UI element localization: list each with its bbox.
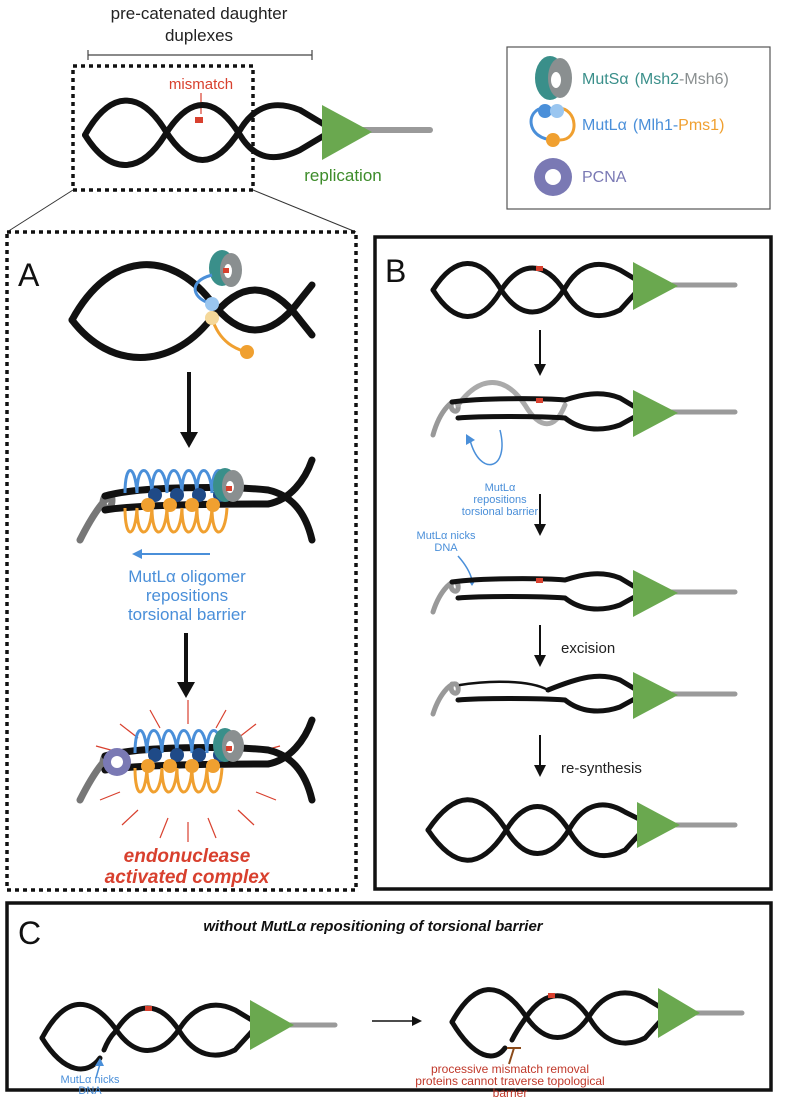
panel-a-oligomer-line3: torsional barrier xyxy=(128,605,246,624)
panel-b-step-excision: excision xyxy=(561,640,615,657)
panel-c-dna-right xyxy=(449,987,745,1059)
mutsa-icon xyxy=(535,56,572,100)
replication-label: replication xyxy=(304,166,382,185)
panel-b-repositions-arrow xyxy=(466,429,503,466)
panel-b-fork-5 xyxy=(637,802,680,848)
legend-pcna: PCNA xyxy=(582,169,627,186)
panel-b-mismatch-1 xyxy=(536,266,543,271)
bracket-label-line2: duplexes xyxy=(165,26,233,45)
panel-a-oligomer-line2: repositions xyxy=(146,586,228,605)
panel-b-arrow-2 xyxy=(534,494,546,536)
panel-b: B MutLα repositions torsional ba xyxy=(373,235,773,891)
panel-a-oligomer-arrow xyxy=(132,549,210,559)
panel-c-barrier-line3: barrier xyxy=(493,1086,528,1098)
panel-b-dna-4 xyxy=(430,673,738,717)
panel-a-mutla-oligomer-3 xyxy=(133,729,227,794)
panel-c-fork-left xyxy=(250,1000,294,1050)
top-schematic: pre-catenated daughter duplexes mismatch… xyxy=(6,4,433,233)
panel-a-mutsa-2 xyxy=(213,468,244,502)
panel-a-mutla-oligomer-2 xyxy=(123,469,229,534)
panel-a-arrow-1 xyxy=(180,372,198,448)
panel-b-arrow-3 xyxy=(534,625,546,667)
panel-a-result-line2: activated complex xyxy=(105,867,271,888)
legend: MutSα(Msh2-Msh6) MutLα(Mlh1-Pms1) PCNA xyxy=(506,46,771,210)
panel-c-transition-arrow xyxy=(372,1016,422,1026)
panel-c-dna-left xyxy=(39,1001,338,1072)
panel-a-helix-1 xyxy=(68,261,316,361)
panel-c: C without MutLα repositioning of torsion… xyxy=(5,901,773,1098)
panel-b-repositions-line1: MutLα xyxy=(485,482,516,494)
panel-a-mutla-1 xyxy=(193,273,254,359)
panel-b-fork-2 xyxy=(633,390,678,437)
panel-c-barrier-line1: processive mismatch removal xyxy=(431,1062,589,1076)
panel-b-mismatch-2 xyxy=(536,398,543,403)
panel-a-pcna xyxy=(103,748,131,776)
panel-b-step-resynthesis: re-synthesis xyxy=(561,760,642,777)
panel-b-dna-2 xyxy=(430,380,738,438)
panel-b-letter: B xyxy=(385,253,406,289)
panel-c-frame xyxy=(5,901,773,1092)
panel-a-oligomer-line1: MutLα oligomer xyxy=(128,567,246,586)
mismatch-label: mismatch xyxy=(169,76,233,93)
duplex-bracket xyxy=(87,50,313,60)
legend-mutla: MutLα(Mlh1-Pms1) xyxy=(582,117,724,134)
panel-c-mismatch-right xyxy=(548,993,555,998)
zoom-lines xyxy=(6,189,357,233)
panel-c-barrier-marker xyxy=(507,1047,521,1065)
panel-b-fork-1 xyxy=(633,262,678,310)
panel-b-arrow-4 xyxy=(534,735,546,777)
panel-a-arrow-2 xyxy=(177,633,195,698)
bracket-label-line1: pre-catenated daughter xyxy=(111,4,288,23)
replication-fork xyxy=(322,105,372,160)
dna-helix-top xyxy=(82,97,433,168)
panel-c-letter: C xyxy=(18,915,41,951)
panel-b-repositions-line2: repositions xyxy=(473,494,527,506)
panel-c-fork-right xyxy=(658,988,700,1038)
panel-c-mismatch-left xyxy=(145,1006,152,1011)
zoom-box xyxy=(71,64,255,192)
panel-a-letter: A xyxy=(18,257,40,293)
panel-c-title: without MutLα repositioning of torsional… xyxy=(203,918,543,935)
panel-b-dna-5 xyxy=(425,797,738,863)
pcna-icon xyxy=(534,158,572,196)
panel-c-nicks-line1: MutLα nicks xyxy=(61,1074,120,1086)
panel-b-mismatch-3 xyxy=(536,578,543,583)
panel-b-nicks-line1: MutLα nicks xyxy=(417,530,476,542)
panel-b-fork-4 xyxy=(633,672,678,719)
mutla-icon xyxy=(529,104,576,147)
panel-c-nicks-arrow xyxy=(95,1058,104,1079)
panel-a-mutsa-3 xyxy=(213,728,244,762)
mismatch-mark xyxy=(195,117,203,123)
panel-b-arrow-1 xyxy=(534,330,546,376)
legend-mutsa: MutSα(Msh2-Msh6) xyxy=(582,71,729,88)
panel-b-frame xyxy=(373,235,773,891)
panel-c-barrier-line2: proteins cannot traverse topological xyxy=(415,1074,604,1088)
panel-b-dna-3 xyxy=(430,571,738,615)
panel-a-loop-2 xyxy=(76,456,316,544)
panel-a-result-line1: endonuclease xyxy=(124,846,251,867)
panel-b-nicks-line2: DNA xyxy=(434,542,458,554)
panel-b-repositions-line3: torsional barrier xyxy=(462,506,539,518)
panel-b-fork-3 xyxy=(633,570,678,617)
panel-a-mutsa-1 xyxy=(209,250,242,287)
panel-b-dna-1 xyxy=(430,261,738,319)
panel-a: A xyxy=(5,230,358,892)
panel-c-nicks-line2: DNA xyxy=(78,1085,102,1097)
